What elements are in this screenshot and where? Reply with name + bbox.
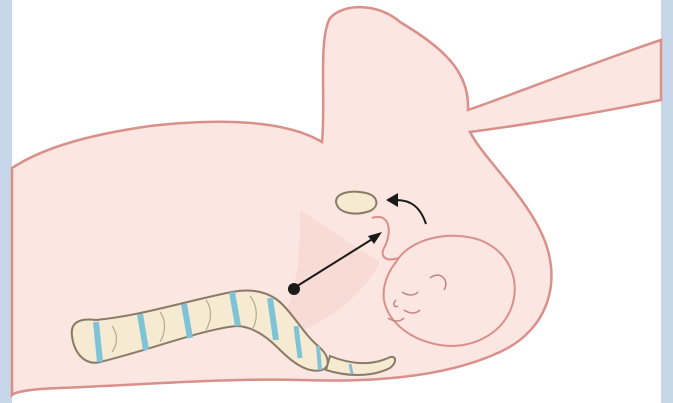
spine-disc: [350, 364, 352, 374]
infant-head: [384, 236, 515, 346]
spine-disc: [318, 346, 320, 370]
spine-disc: [96, 322, 100, 362]
small-bone: [336, 192, 376, 214]
pivot-dot-icon: [288, 283, 300, 295]
